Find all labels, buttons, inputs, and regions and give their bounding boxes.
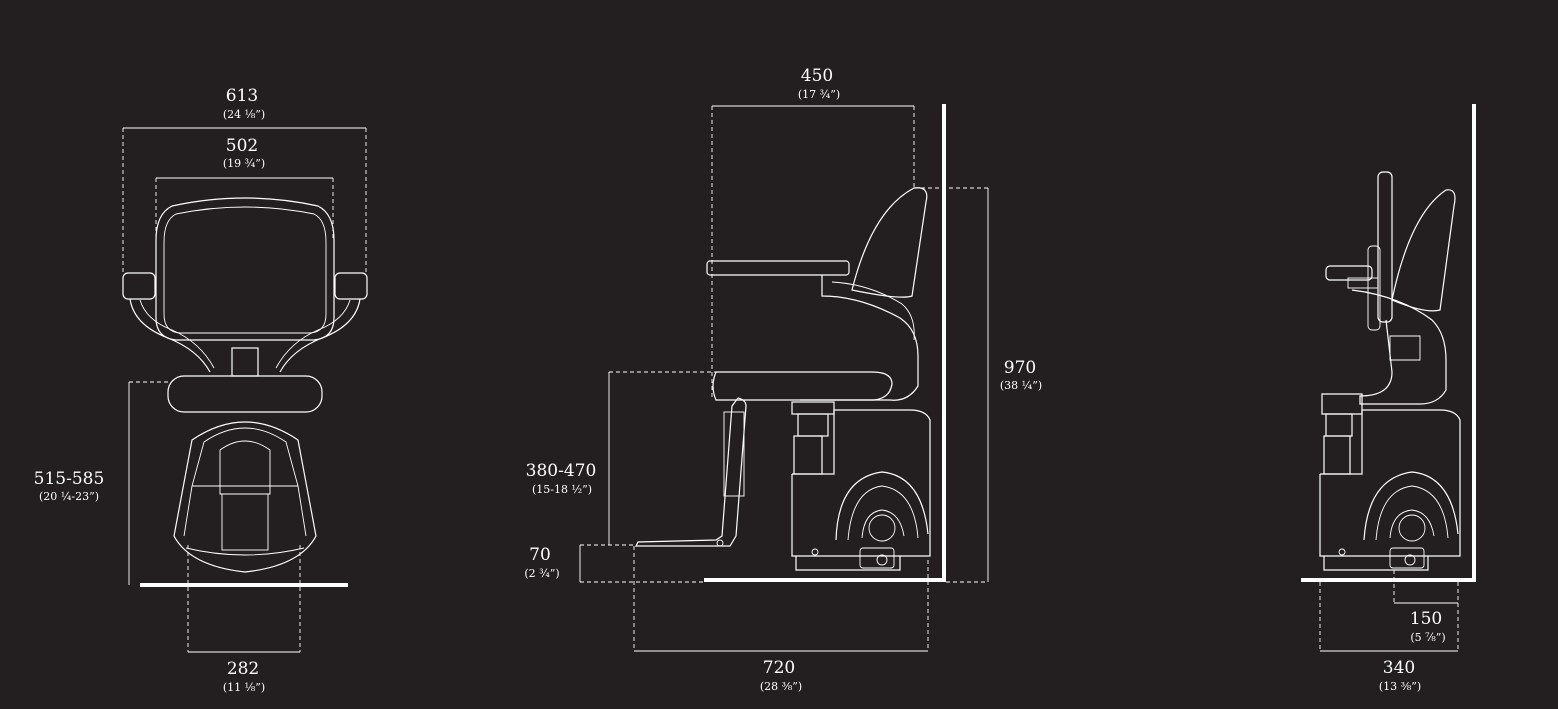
seat-height-mm: 515-585 bbox=[34, 469, 105, 489]
folded-view-drawing bbox=[1301, 104, 1476, 582]
overall-depth-inch: (28 ⅜”) bbox=[760, 680, 802, 693]
footrest bbox=[635, 397, 747, 547]
right-armrest bbox=[334, 272, 368, 300]
overall-height-mm: 970 bbox=[1004, 358, 1036, 378]
drive-cover bbox=[835, 471, 929, 541]
folded-backrest bbox=[1391, 189, 1456, 312]
backrest-width-inch: (19 ¾”) bbox=[223, 157, 265, 170]
side-seat bbox=[712, 371, 893, 401]
folded-armrest bbox=[1325, 265, 1373, 281]
seat-height-inch: (20 ¼-23”) bbox=[39, 490, 99, 503]
seat-depth-inch: (17 ¾”) bbox=[798, 88, 840, 101]
seat-depth-mm: 450 bbox=[801, 66, 833, 86]
backrest-width-mm: 502 bbox=[226, 136, 258, 156]
folded-depth-mm: 340 bbox=[1383, 658, 1415, 678]
front-view-drawing bbox=[122, 197, 368, 587]
overall-depth-mm: 720 bbox=[763, 658, 795, 678]
rail-offset-inch: (5 ⅞”) bbox=[1410, 631, 1445, 644]
seat-cushion bbox=[167, 375, 323, 413]
footrest-to-seat-mm: 380-470 bbox=[526, 461, 597, 481]
folded-seat bbox=[1321, 393, 1363, 415]
folded-depth-inch: (13 ⅜”) bbox=[1379, 680, 1421, 693]
footrest-height-inch: (2 ¾”) bbox=[524, 567, 559, 580]
side-view-dimensions bbox=[579, 105, 989, 652]
rail-offset-mm: 150 bbox=[1410, 609, 1442, 629]
front-view-dimensions bbox=[122, 127, 367, 653]
footrest-height-mm: 70 bbox=[529, 545, 551, 565]
side-base-housing bbox=[791, 409, 931, 557]
folded-view-dimensions bbox=[1319, 570, 1459, 652]
side-backrest bbox=[851, 187, 928, 298]
base-width-inch: (11 ⅛”) bbox=[223, 681, 265, 694]
backrest-shape bbox=[155, 197, 335, 341]
overall-height-inch: (38 ¼”) bbox=[1000, 379, 1042, 392]
footrest-to-seat-inch: (15-18 ½”) bbox=[532, 483, 592, 496]
side-view-drawing bbox=[635, 104, 946, 582]
overall-width-inch: (24 ⅛”) bbox=[223, 108, 265, 121]
side-armrest bbox=[706, 260, 850, 276]
overall-width-mm: 613 bbox=[226, 86, 258, 106]
left-armrest bbox=[122, 272, 156, 300]
seat-post bbox=[231, 347, 259, 377]
base-housing bbox=[173, 421, 317, 573]
base-width-mm: 282 bbox=[227, 659, 259, 679]
